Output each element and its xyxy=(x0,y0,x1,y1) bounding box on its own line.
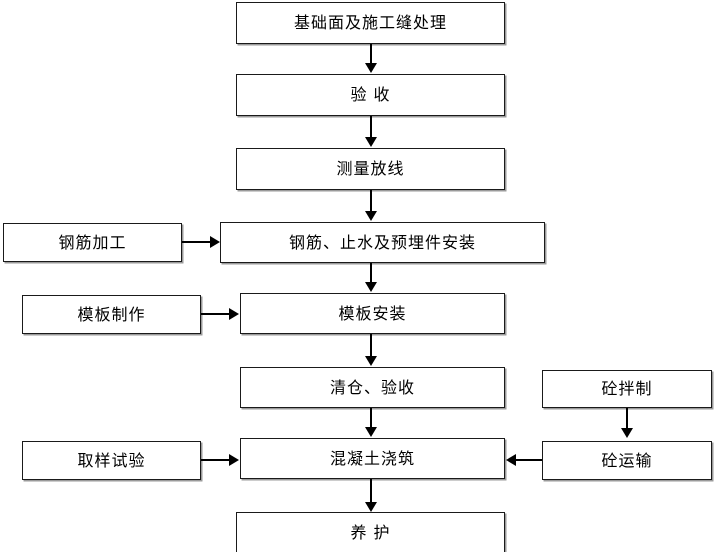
node-foundation-surface[interactable]: 基础面及施工缝处理 xyxy=(236,2,505,44)
node-label: 清仓、验收 xyxy=(329,377,415,397)
node-concrete-transport[interactable]: 砼运输 xyxy=(542,441,712,480)
arrowhead-right-formwork-fab-install xyxy=(229,308,239,320)
node-label: 验 收 xyxy=(350,85,391,104)
node-label: 养 护 xyxy=(350,523,391,542)
arrowhead-down-survey-rebar xyxy=(365,211,377,221)
arrowhead-left-transport-placing xyxy=(506,454,516,466)
node-label: 砼运输 xyxy=(601,450,653,470)
arrowhead-down-rebar-formwork xyxy=(365,282,377,292)
arrowhead-down-placing-curing xyxy=(365,502,377,512)
node-concrete-placing[interactable]: 混凝土浇筑 xyxy=(240,438,505,479)
node-sampling-test[interactable]: 取样试验 xyxy=(22,441,201,480)
node-label: 混凝土浇筑 xyxy=(329,448,415,468)
node-concrete-mixing[interactable]: 砼拌制 xyxy=(542,370,712,408)
node-survey-setout[interactable]: 测量放线 xyxy=(236,148,505,190)
node-label: 基础面及施工缝处理 xyxy=(293,13,447,32)
node-acceptance[interactable]: 验 收 xyxy=(236,74,505,116)
connector-foundation-to-acceptance xyxy=(370,44,372,65)
node-label: 模板安装 xyxy=(338,303,407,323)
connector-transport-to-placing xyxy=(516,459,542,461)
arrowhead-down-foundation-acceptance xyxy=(365,63,377,73)
connector-clearing-to-placing xyxy=(370,408,372,428)
node-label: 模板制作 xyxy=(77,304,146,324)
connector-placing-to-curing xyxy=(370,479,372,503)
connector-formwork-fab-to-formwork-install xyxy=(201,313,232,315)
node-label: 取样试验 xyxy=(77,450,146,470)
connector-rebar-install-to-formwork-install xyxy=(370,263,372,284)
node-label: 钢筋加工 xyxy=(58,232,127,252)
arrowhead-right-sampling-placing xyxy=(229,454,239,466)
node-clearing-acceptance[interactable]: 清仓、验收 xyxy=(240,367,505,408)
arrowhead-down-mixing-transport xyxy=(621,428,633,438)
node-label: 测量放线 xyxy=(336,159,405,178)
node-formwork-fabrication[interactable]: 模板制作 xyxy=(22,295,201,334)
connector-formwork-install-to-clearing xyxy=(370,334,372,357)
connector-rebar-fab-to-rebar-install xyxy=(182,241,212,243)
arrowhead-down-acceptance-survey xyxy=(365,137,377,147)
node-curing[interactable]: 养 护 xyxy=(236,512,505,552)
node-rebar-fabrication[interactable]: 钢筋加工 xyxy=(3,223,182,262)
node-label: 钢筋、止水及预埋件安装 xyxy=(288,232,476,252)
node-formwork-install[interactable]: 模板安装 xyxy=(240,293,505,334)
connector-mixing-to-transport xyxy=(626,408,628,429)
arrowhead-down-clearing-placing xyxy=(365,427,377,437)
connector-sampling-to-placing xyxy=(201,459,232,461)
arrowhead-right-rebar-fab-install xyxy=(210,236,220,248)
connector-acceptance-to-survey xyxy=(370,116,372,138)
node-rebar-waterstop-embed-install[interactable]: 钢筋、止水及预埋件安装 xyxy=(220,222,545,263)
arrowhead-down-formwork-clearing xyxy=(365,356,377,366)
connector-survey-to-rebar-install xyxy=(370,190,372,212)
node-label: 砼拌制 xyxy=(601,379,653,398)
